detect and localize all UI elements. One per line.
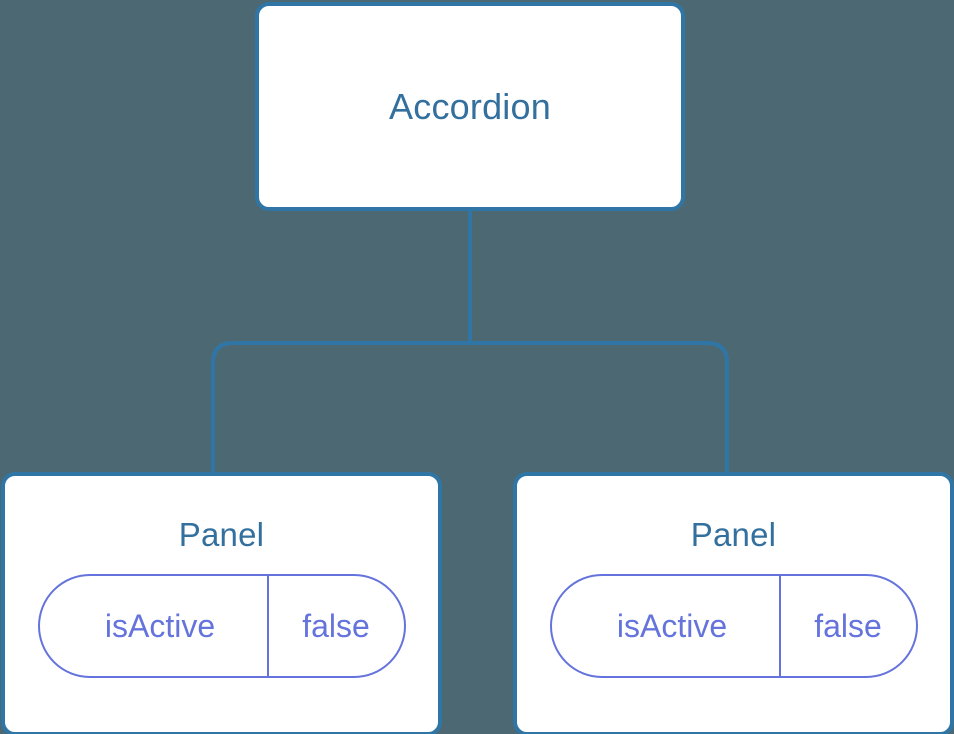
node-accordion-title: Accordion (389, 85, 551, 127)
connector-branch-left (211, 341, 470, 474)
node-accordion[interactable]: Accordion (255, 2, 685, 211)
state-pill-panel-right[interactable]: isActive false (549, 574, 918, 678)
state-value-isactive-left: false (302, 608, 370, 644)
node-panel-right-title: Panel (690, 516, 777, 553)
state-pill-divider-left (266, 576, 269, 676)
state-key-isactive-right: isActive (616, 608, 728, 644)
state-value-isactive-right: false (814, 608, 882, 644)
connector-branch-right (470, 341, 729, 474)
state-pill-panel-left[interactable]: isActive false (37, 574, 406, 678)
state-key-isactive-left: isActive (104, 608, 216, 644)
state-pill-divider-right (778, 576, 781, 676)
node-panel-left[interactable]: Panel isActive false (1, 472, 442, 734)
node-panel-right[interactable]: Panel isActive false (513, 472, 954, 734)
node-panel-left-title: Panel (178, 516, 265, 553)
